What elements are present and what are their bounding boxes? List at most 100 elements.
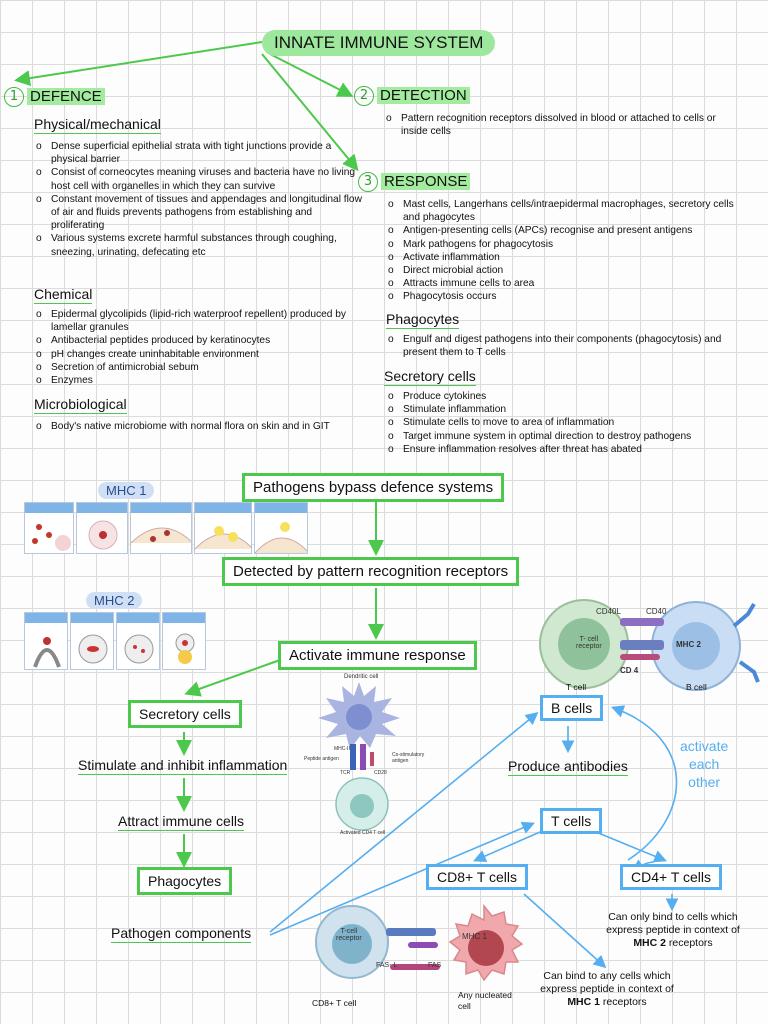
phagocytes-list: Engulf and digest pathogens into their c… [384, 333, 744, 359]
list-item: Stimulate inflammation [384, 403, 744, 416]
mhc2-panel [70, 612, 114, 670]
list-item: Constant movement of tissues and appenda… [32, 193, 368, 233]
b-cells-box: B cells [540, 695, 604, 721]
mhc1-illustration [24, 502, 308, 554]
tcr-label: TCR [340, 770, 351, 776]
dendritic-drawing [318, 682, 400, 831]
cd28-label: CD28 [374, 770, 387, 776]
list-item: Various systems excrete harmful substanc… [32, 232, 368, 258]
list-item: Stimulate cells to move to area of infla… [384, 416, 744, 429]
micro-heading: Microbiological [34, 396, 127, 414]
list-item: Consist of corneocytes meaning viruses a… [32, 166, 368, 192]
peptide-label: Peptide antigen [304, 756, 339, 762]
nucleated-caption: Any nucleated cell [458, 990, 512, 1011]
micro-list: Body's native microbiome with normal flo… [32, 420, 368, 433]
cd8-receptor-label: T-cell receptor [336, 928, 362, 942]
cd8-illustration: T-cell receptor MHC 1 FAS- L FAS [314, 902, 532, 998]
cd40-label: CD40 [646, 607, 667, 616]
list-item: Mast cells, Langerhans cells/intraepider… [384, 198, 744, 224]
mhc1-panel [194, 502, 252, 554]
mhc2-panel [162, 612, 206, 670]
cd8-box: CD8+ T cells [426, 864, 529, 890]
list-item: Antigen-presenting cells (APCs) recognis… [384, 224, 744, 237]
mhc2-label: MHC 2 [86, 592, 143, 609]
list-item: Phagocytosis occurs [384, 290, 744, 303]
detected-box: Detected by pattern recognition receptor… [222, 557, 520, 586]
secretory-heading: Secretory cells [384, 368, 476, 386]
attract-label: Attract immune cells [118, 813, 245, 831]
mhc1-mark-label: MHC 1 [462, 932, 487, 941]
activated-t-label: Activated CD4 T cell [340, 830, 386, 836]
defence-number: 1 [4, 87, 24, 107]
fasl-label: FAS- L [376, 962, 398, 969]
t-b-cell-illustration: CD40L CD40 T- cell receptor MHC 2 CD 4 [536, 596, 764, 696]
mhc2-illustration [24, 612, 206, 670]
t-receptor-label: T- cell receptor [576, 636, 602, 650]
list-item: Attracts immune cells to area [384, 277, 744, 290]
b-cell-caption: B cell [686, 682, 707, 692]
cd4-box: CD4+ T cells [620, 864, 723, 890]
t-b-cell-drawing [539, 599, 760, 691]
chemical-list: Epidermal glycolipids (lipid-rich waterp… [32, 308, 368, 387]
secretory-list: Produce cytokines Stimulate inflammation… [384, 390, 744, 456]
mhc2-panel [24, 612, 68, 670]
list-item: Ensure inflammation resolves after threa… [384, 443, 744, 456]
cd4-mark-label: CD 4 [620, 666, 639, 675]
mhc-ii-label: MHC-II [334, 746, 350, 752]
list-item: Antibacterial peptides produced by kerat… [32, 334, 368, 347]
fas-label: FAS [428, 962, 442, 969]
mhc1-label: MHC 1 [98, 482, 155, 499]
response-number: 3 [358, 172, 378, 192]
cd40l-label: CD40L [596, 607, 621, 616]
t-cells-box: T cells [540, 808, 603, 834]
list-item: Secretion of antimicrobial sebum [32, 361, 368, 374]
list-item: Enzymes [32, 374, 368, 387]
list-item: Engulf and digest pathogens into their c… [384, 333, 744, 359]
detection-heading: DETECTION [377, 87, 470, 105]
co-stim-label: Co-stimulatory antigen [392, 752, 425, 764]
detection-number: 2 [354, 86, 374, 106]
list-item: Epidermal glycolipids (lipid-rich waterp… [32, 308, 368, 334]
stimulate-label: Stimulate and inhibit inflammation [78, 757, 288, 775]
list-item: Produce cytokines [384, 390, 744, 403]
list-item: Direct microbial action [384, 264, 744, 277]
list-item: Dense superficial epithelial strata with… [32, 140, 368, 166]
list-item: Mark pathogens for phagocytosis [384, 238, 744, 251]
phagocytes-box: Phagocytes [137, 867, 233, 895]
response-heading: RESPONSE [381, 173, 471, 191]
mhc1-panel [24, 502, 74, 554]
defence-heading: DEFENCE [27, 88, 105, 106]
t-cell-caption: T cell [566, 682, 587, 692]
mhc2-mark-label: MHC 2 [676, 640, 701, 649]
chemical-heading: Chemical [34, 286, 93, 304]
dendritic-title: Dendritic cell [344, 674, 379, 680]
mhc1-panel [130, 502, 192, 554]
dendritic-illustration: Dendritic cell Peptide antigen Co-stimul… [304, 672, 424, 838]
cd8-drawing [315, 903, 524, 982]
cd8-t-caption: CD8+ T cell [312, 998, 357, 1008]
detection-list: Pattern recognition receptors dissolved … [382, 112, 738, 138]
list-item: Pattern recognition receptors dissolved … [382, 112, 738, 138]
list-item: Target immune system in optimal directio… [384, 430, 744, 443]
mhc1-panel [76, 502, 128, 554]
secretory-box: Secretory cells [128, 700, 242, 728]
pathogen-components-label: Pathogen components [111, 925, 252, 943]
list-item: pH changes create uninhabitable environm… [32, 348, 368, 361]
activate-box: Activate immune response [278, 641, 477, 670]
mhc2-panel [116, 612, 160, 670]
mhc1-panel [254, 502, 308, 554]
physical-heading: Physical/mechanical [34, 116, 161, 134]
activate-each-other-note: activate each other [680, 738, 729, 790]
list-item: Body's native microbiome with normal flo… [32, 420, 368, 433]
physical-list: Dense superficial epithelial strata with… [32, 140, 368, 259]
main-title: INNATE IMMUNE SYSTEM [262, 30, 496, 56]
response-list: Mast cells, Langerhans cells/intraepider… [384, 198, 744, 304]
phagocytes-heading: Phagocytes [386, 311, 460, 329]
cd4-note: Can only bind to cells which express pep… [606, 911, 740, 949]
produce-antibodies-label: Produce antibodies [508, 758, 628, 776]
cd8-note: Can bind to any cells which express pept… [540, 970, 674, 1008]
bypass-box: Pathogens bypass defence systems [242, 473, 505, 502]
